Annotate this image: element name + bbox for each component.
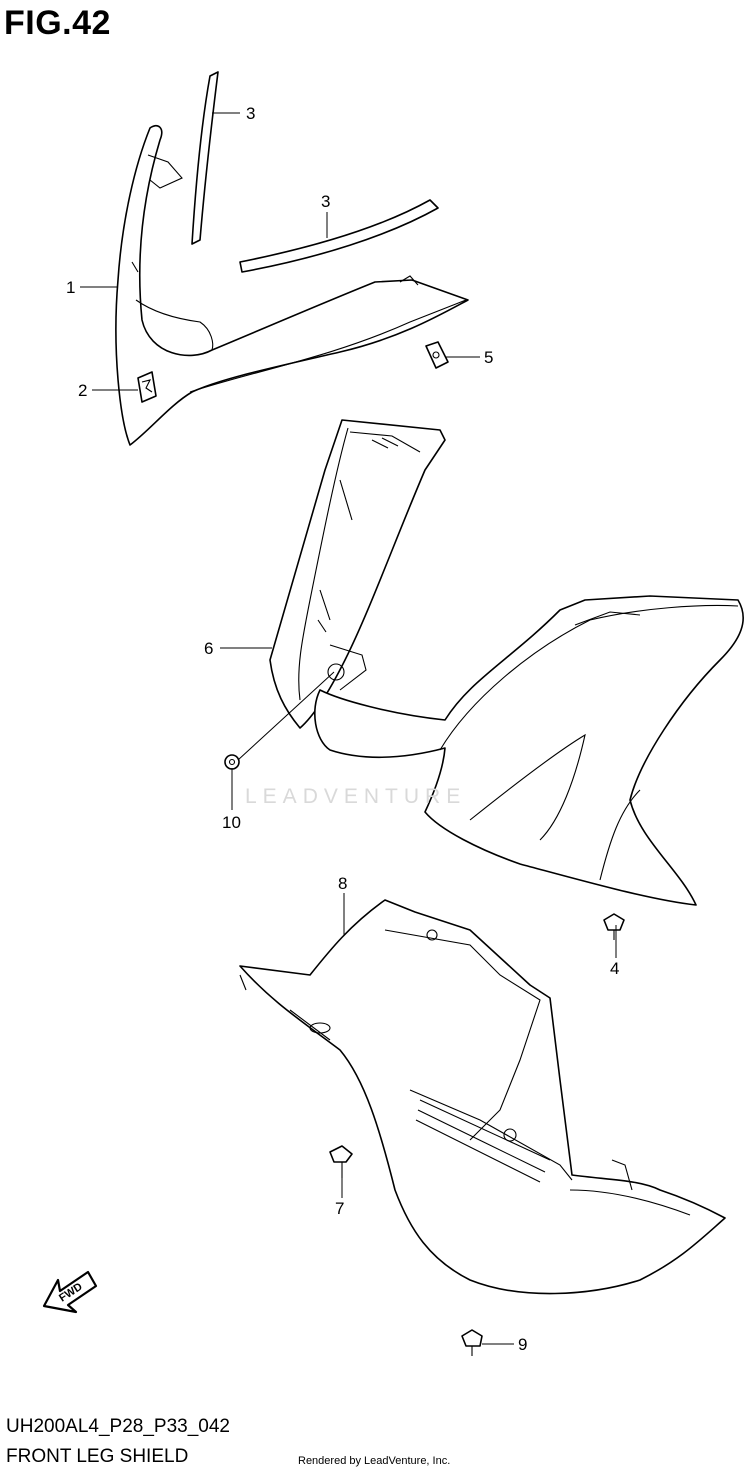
render-credit: Rendered by LeadVenture, Inc.: [298, 1455, 451, 1467]
callout-3-lower: 3: [321, 192, 331, 211]
leader-lines: [80, 112, 617, 1345]
callout-5: 5: [484, 348, 494, 367]
watermark: LEADVENTURE: [245, 785, 467, 808]
part-10-clip[interactable]: [224, 754, 240, 770]
part-6-inner-shield-right[interactable]: [314, 595, 744, 906]
part-3-trim-strip-upper[interactable]: [191, 71, 219, 245]
diagram-code: UH200AL4_P28_P33_042: [6, 1416, 230, 1437]
callout-8: 8: [338, 874, 348, 893]
callout-4: 4: [610, 959, 620, 978]
part-7-screw[interactable]: [329, 1145, 353, 1178]
callout-10: 10: [222, 813, 241, 832]
callout-1: 1: [66, 278, 76, 297]
callout-9: 9: [518, 1335, 528, 1354]
part-6-inner-shield-left[interactable]: [269, 419, 446, 729]
callout-2: 2: [78, 381, 88, 400]
part-5-nut[interactable]: [425, 341, 449, 369]
callout-6: 6: [204, 639, 214, 658]
part-1-front-cover[interactable]: [115, 124, 469, 446]
part-3-trim-strip-lower[interactable]: [239, 199, 439, 273]
section-name: FRONT LEG SHIELD: [6, 1446, 189, 1467]
fwd-arrow-icon: [42, 1270, 98, 1314]
part-4-screw[interactable]: [603, 913, 625, 940]
part-2-emblem[interactable]: [137, 371, 157, 403]
figure-title: FIG.42: [4, 4, 111, 42]
callout-7: 7: [335, 1199, 345, 1218]
callout-3-upper: 3: [246, 104, 256, 123]
part-8-lower-shield[interactable]: [239, 899, 726, 1295]
part-9-clip[interactable]: [461, 1329, 483, 1356]
